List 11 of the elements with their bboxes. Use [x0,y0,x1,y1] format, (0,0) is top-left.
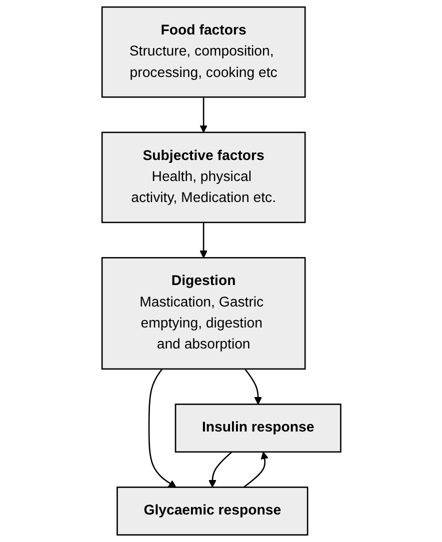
arrow [199,222,208,258]
node-box: Subjective factors Health, physical activity, Medication etc. [101,132,306,224]
arrow [199,97,208,133]
arrow [208,451,232,488]
arrow [148,368,176,488]
node-box: Glycaemic response [116,486,308,536]
node-box: Insulin response [174,404,341,453]
arrow [244,368,262,405]
arrow [242,452,268,488]
node-box: Digestion Mastication, Gastric emptying, digestion and absorption [101,257,306,370]
node-box: Food factors Structure, composition, processing, cooking etc [101,6,306,98]
